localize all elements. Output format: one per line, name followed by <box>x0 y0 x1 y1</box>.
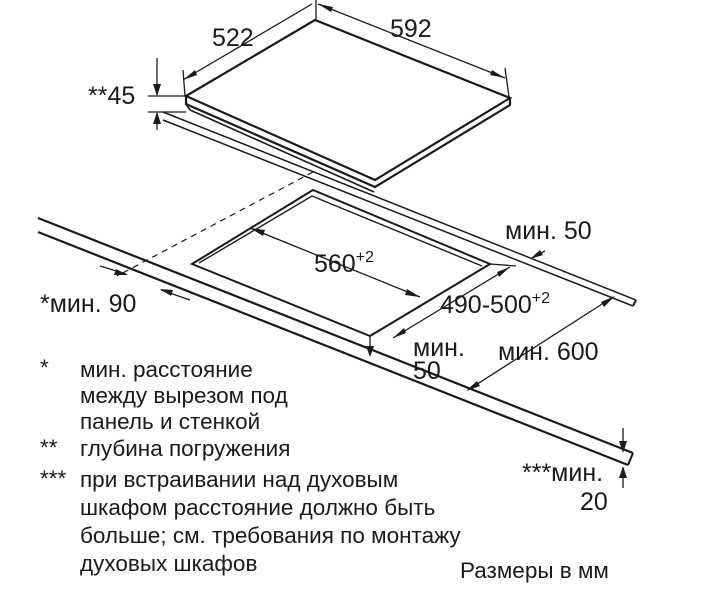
worktop-front-edge-bottom <box>37 230 629 467</box>
label-min-front-2: 50 <box>413 357 441 385</box>
label-min-front-1: мин. <box>413 334 465 362</box>
hob <box>183 18 513 193</box>
note-1-line-3: панель и стенкой <box>80 409 260 434</box>
dim-min20-arrow-bottom <box>619 466 627 478</box>
worktop-back-edge <box>162 111 637 301</box>
note-3-line-2: шкафом расстояние должно быть <box>80 495 435 520</box>
dim-45-arrow-bottom <box>153 112 161 124</box>
dim-min50-front-arrow <box>366 346 374 357</box>
dim-560-arrow-a <box>250 228 265 236</box>
label-min-side: *мин. 90 <box>40 290 136 318</box>
dim-522-arrow-a <box>183 70 197 80</box>
label-hob-width: 592 <box>390 15 432 43</box>
note-3-line-4: духовых шкафов <box>80 551 257 576</box>
dim-592-arrow-a <box>318 4 333 12</box>
dim-490-arrow-b <box>393 328 406 338</box>
label-min-rear: мин. 50 <box>505 217 592 245</box>
note-1-line-1: мин. расстояние <box>80 357 253 382</box>
cutout-depth-value: 490-500 <box>440 291 532 319</box>
label-cutout-depth: 490-500+2 <box>440 290 550 319</box>
dim-490-ext <box>489 263 517 267</box>
dim-45-arrow-top <box>153 84 161 96</box>
dim-592-arrow-b <box>490 70 505 78</box>
note-1-marker: * <box>40 355 49 380</box>
hob-front-edge <box>184 96 512 189</box>
label-cutout-width: 560+2 <box>314 249 374 278</box>
worktop-back-edge-lower <box>162 119 634 307</box>
worktop-right-end <box>632 299 637 307</box>
cutout-width-value: 560 <box>314 250 356 278</box>
footnotes: * мин. расстояние между вырезом под пане… <box>40 355 461 576</box>
label-hob-depth: 522 <box>212 24 254 52</box>
label-immersion-depth: **45 <box>88 82 135 110</box>
dim-min600-arrow-b <box>466 381 480 391</box>
dim-522-line <box>182 3 313 81</box>
note-3-line-3: больше; см. требования по монтажу <box>80 523 461 548</box>
hob-bottom-left-edge <box>185 103 191 111</box>
note-3-marker: *** <box>40 466 67 491</box>
dim-592-line <box>317 3 506 79</box>
units-caption: Размеры в мм <box>460 558 609 583</box>
dimension-lines <box>99 0 627 488</box>
worktop-front-edge-top <box>37 216 634 455</box>
dimension-labels: 522 592 **45 560+2 490-500+2 мин. 50 *ми… <box>40 15 608 516</box>
dim-490-arrow-a <box>497 267 510 277</box>
dim-min90-arrow-a <box>114 269 128 275</box>
dim-min600-arrow-a <box>601 296 615 307</box>
hob-projection-dashed <box>116 171 314 277</box>
dim-min600-line <box>467 296 614 391</box>
dim-522-ext-a <box>182 69 186 97</box>
cutout-depth-tolerance: +2 <box>532 290 550 307</box>
dim-592-ext-b <box>504 67 510 98</box>
label-min-oven-2: 20 <box>580 488 608 516</box>
worktop-right-front-end <box>627 452 634 466</box>
cutout-inner-edge <box>198 195 483 267</box>
note-2-marker: ** <box>40 435 58 460</box>
label-min-worktop: мин. 600 <box>498 338 599 366</box>
note-3-line-1: при встраивании над духовым <box>80 467 398 492</box>
dim-min20-arrow-top <box>619 441 627 453</box>
label-min-oven-1: ***мин. <box>522 459 603 487</box>
worktop <box>37 111 637 467</box>
note-1-line-2: между вырезом под <box>80 383 288 408</box>
dim-min50-rear-arrow <box>530 250 543 259</box>
note-2-line-1: глубина погружения <box>80 436 290 461</box>
dim-560-arrow-b <box>405 289 420 297</box>
hob-bottom-rear-edge <box>189 109 375 193</box>
dim-min90-arrow-b <box>160 289 173 296</box>
dim-490-line <box>392 266 511 339</box>
cutout-width-tolerance: +2 <box>356 249 374 266</box>
dim-560-line <box>249 227 421 298</box>
